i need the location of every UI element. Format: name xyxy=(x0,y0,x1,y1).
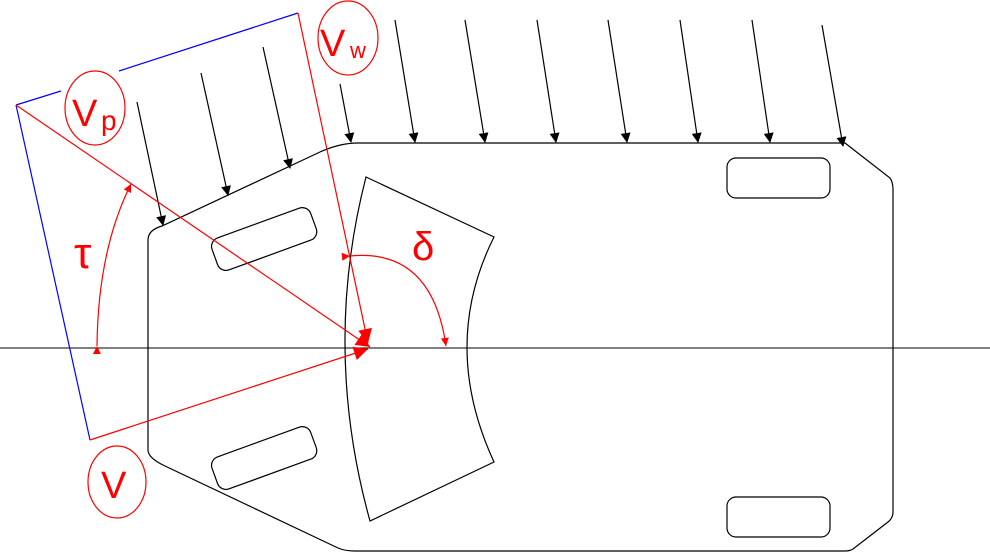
svg-text:V: V xyxy=(320,23,346,65)
vp-vector xyxy=(15,104,371,348)
wind-arrows xyxy=(136,19,847,226)
slot xyxy=(726,496,831,538)
slot xyxy=(726,157,831,199)
wind-arrow xyxy=(262,46,293,169)
label-vp: V p xyxy=(64,70,126,146)
label-delta: δ xyxy=(412,225,434,269)
slot xyxy=(210,426,318,491)
hull-outline xyxy=(147,142,894,552)
wind-arrow xyxy=(751,19,774,143)
wind-arrow xyxy=(536,19,560,143)
wind-arrow xyxy=(607,19,631,143)
wind-arrow xyxy=(200,72,231,196)
vector-frame xyxy=(15,12,299,441)
label-vw: V w xyxy=(317,0,379,76)
v-vector xyxy=(89,346,369,441)
svg-text:p: p xyxy=(101,105,117,136)
wind-arrow xyxy=(339,83,355,143)
delta-arc xyxy=(341,252,449,347)
slot xyxy=(210,207,318,272)
svg-text:V: V xyxy=(72,93,98,135)
svg-text:w: w xyxy=(349,38,366,63)
label-tau: τ xyxy=(74,229,92,278)
tau-arc xyxy=(92,183,132,355)
wind-arrow xyxy=(679,19,702,143)
label-v: V xyxy=(87,445,147,519)
svg-text:V: V xyxy=(101,465,127,507)
wind-arrow xyxy=(821,24,847,147)
wind-arrow xyxy=(394,19,419,143)
wind-arrow xyxy=(136,101,167,226)
wind-arrow xyxy=(464,19,489,143)
